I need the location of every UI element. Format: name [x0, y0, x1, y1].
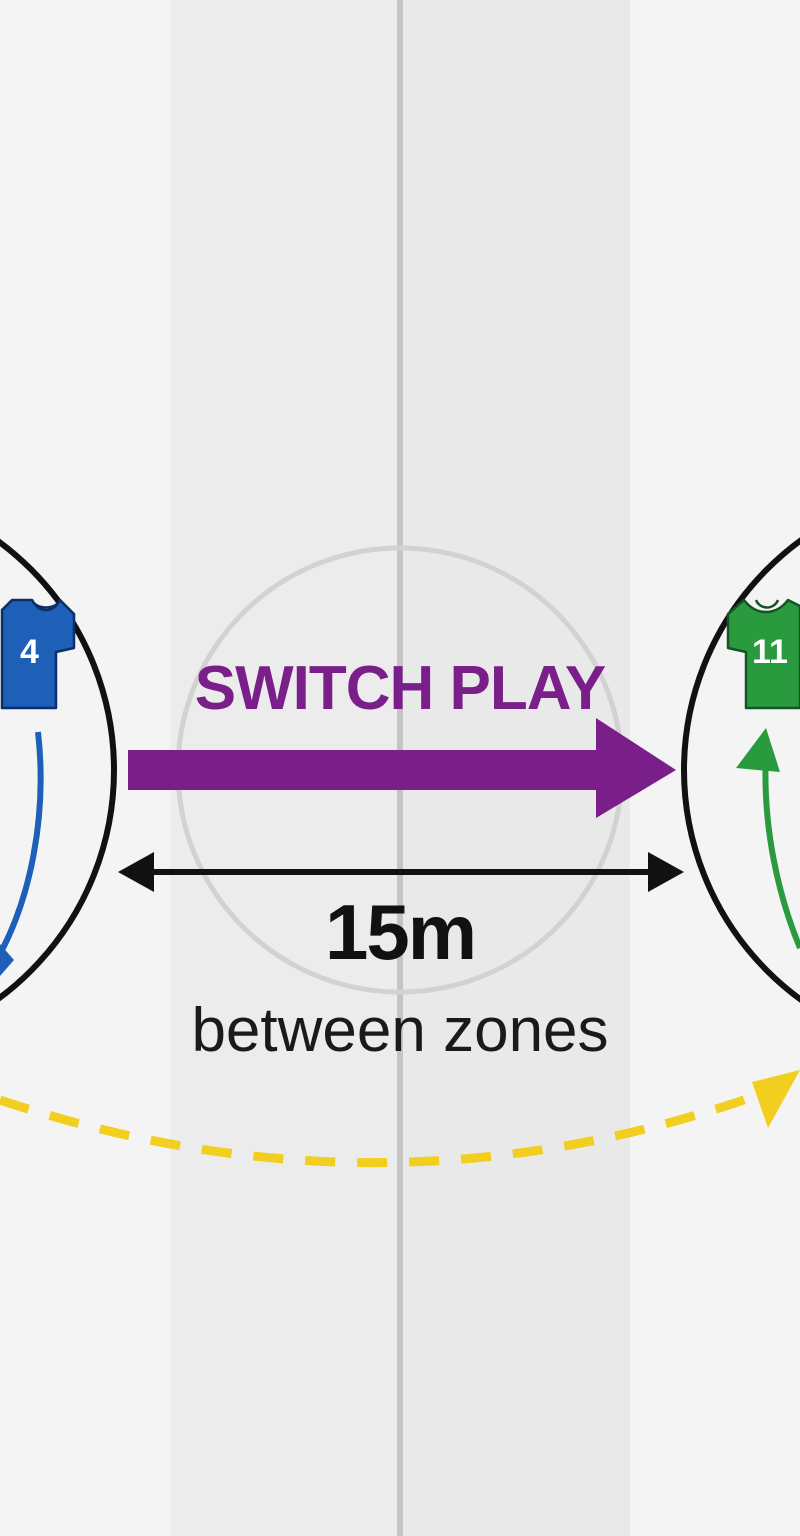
distance-caption: between zones	[191, 996, 609, 1065]
distance-arrow	[118, 852, 684, 892]
switch-play-label: SWITCH PLAY	[194, 654, 606, 723]
switch-play-arrow-shaft	[128, 750, 600, 790]
distance-label: 15m	[324, 888, 477, 976]
left-zone-circle	[0, 538, 117, 1002]
ball-path-arrowhead	[752, 1070, 800, 1128]
jersey-icon-player-4: 4	[0, 598, 76, 710]
left-run-arrow	[0, 731, 44, 952]
ball-path-dashed	[0, 1085, 774, 1168]
jersey-icon-player-11: 11	[726, 598, 800, 710]
right-zone-circle	[681, 537, 800, 1003]
player-11-number: 11	[752, 633, 788, 671]
right-run-arrowhead	[736, 728, 780, 772]
right-run-arrow	[762, 751, 800, 950]
player-4-number: 4	[20, 633, 39, 671]
switch-play-arrow	[128, 718, 676, 818]
distance-arrowhead-right	[648, 852, 684, 892]
left-run-arrowhead	[0, 944, 14, 976]
switch-play-arrowhead	[596, 718, 676, 818]
distance-arrowhead-left	[118, 852, 154, 892]
